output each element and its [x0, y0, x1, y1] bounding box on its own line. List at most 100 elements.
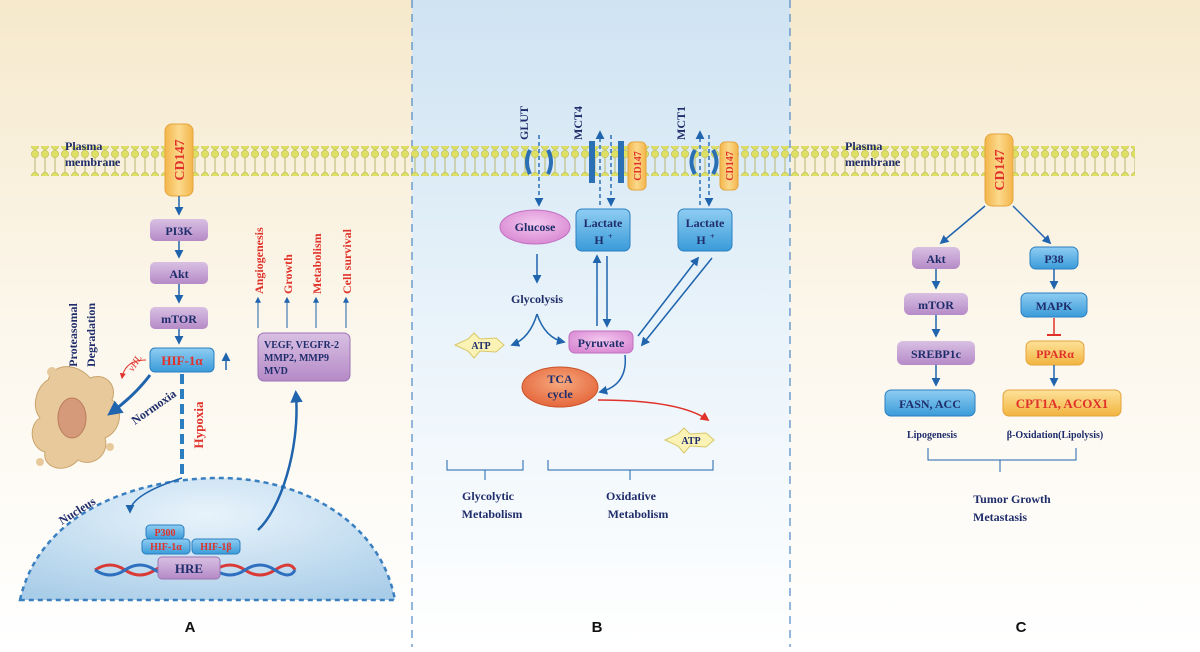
- beta-oxidation-label: β-Oxidation(Lipolysis): [1007, 430, 1103, 441]
- p38-label: P38: [1044, 252, 1063, 266]
- glut-channel-left: [525, 149, 532, 175]
- fasn-acc-box: [884, 389, 976, 417]
- membrane-label-c-2: membrane: [845, 155, 901, 169]
- glycolytic-label-1: Glycolytic: [462, 489, 515, 503]
- brace-oxidative: [547, 460, 714, 480]
- panel-c-background: [790, 0, 1200, 647]
- arrow-to-complex: [125, 477, 183, 514]
- glut-label: GLUT: [517, 106, 531, 140]
- lipogenesis-label: Lipogenesis: [907, 430, 957, 441]
- atp-star-glycolysis: [453, 332, 505, 359]
- proteasomal-label: Proteasomal: [66, 302, 80, 366]
- cd147-receptor-c: [984, 133, 1014, 207]
- hif1b-box: [191, 538, 241, 555]
- panel-a-letter: A: [185, 619, 196, 636]
- outcome-metabolism: Metabolism: [310, 233, 324, 294]
- arrow-tca-atp: [597, 399, 710, 422]
- mct4-channel-right: [618, 141, 624, 183]
- target-genes-1: VEGF, VEGFR-2: [264, 340, 339, 351]
- arrow-glycolysis-pyruvate: [536, 313, 566, 345]
- pyruvate-box: [568, 330, 634, 354]
- cd147-label-c: CD147: [993, 149, 1008, 190]
- cd147-label-a: CD147: [173, 139, 188, 180]
- cpt1a-box: [1002, 389, 1122, 417]
- srebp1c-box: [897, 341, 975, 365]
- panel-c-letter: C: [1016, 619, 1027, 636]
- atp-star-tca: [663, 427, 715, 454]
- akt-box-a: [150, 262, 208, 284]
- srebp1c-label: SREBP1c: [911, 347, 962, 361]
- akt-label-c: Akt: [926, 252, 945, 266]
- proton-sup-mct1: +: [710, 232, 715, 241]
- hre-box: [157, 556, 221, 580]
- arrow-hre-targets: [257, 390, 303, 531]
- lactate-box-mct4: [575, 208, 631, 252]
- oxidative-label-2: Metabolism: [608, 507, 669, 521]
- akt-label-a: Akt: [169, 267, 188, 281]
- panel-b-letter: B: [592, 619, 603, 636]
- mct4-channel-left: [589, 141, 595, 183]
- mtor-label-a: mTOR: [161, 312, 197, 326]
- vhl-arrow: [119, 359, 147, 380]
- target-genes-3: MVD: [264, 366, 288, 377]
- fasn-acc-label: FASN, ACC: [899, 397, 961, 411]
- glucose-node: [499, 209, 571, 245]
- membrane-label-a-1: Plasma: [65, 139, 102, 153]
- mtor-box-c: [904, 293, 968, 315]
- tca-cycle-node: [521, 366, 599, 408]
- mct4-label: MCT4: [571, 106, 585, 140]
- glucose-label: Glucose: [515, 220, 556, 234]
- atp-label-tca: ATP: [681, 436, 700, 447]
- arrow-lactate1-pyruvate: [640, 257, 713, 347]
- pyruvate-label: Pyruvate: [578, 336, 625, 350]
- membrane-label-a-2: membrane: [65, 155, 121, 169]
- lactate-label-mct1: Lactate: [686, 216, 725, 230]
- normoxia-arrow: [107, 374, 152, 416]
- hif1a-box: [149, 347, 215, 373]
- complex-hif1a-label: HIF-1α: [150, 542, 182, 553]
- arrow-pyruvate-lactate1: [637, 256, 700, 337]
- membrane-label-c-1: Plasma: [845, 139, 882, 153]
- hif1b-label: HIF-1β: [200, 542, 231, 553]
- mapk-label: MAPK: [1036, 299, 1073, 313]
- proteasome-blob: [31, 366, 120, 469]
- cd147-mct4-label: CD147: [633, 151, 644, 180]
- cd147-mct4: [627, 141, 647, 191]
- lactate-box-mct1: [677, 208, 733, 252]
- pi3k-box: [150, 219, 208, 241]
- mtor-label-c: mTOR: [918, 298, 954, 312]
- mct1-channel-left: [689, 148, 697, 176]
- p300-label: P300: [154, 528, 175, 539]
- arrow-cd147-p38: [1012, 205, 1052, 245]
- lactate-label-mct4: Lactate: [584, 216, 623, 230]
- brace-outcome: [927, 448, 1077, 472]
- panel-b-background: [412, 0, 790, 647]
- pi3k-label: PI3K: [165, 224, 193, 238]
- akt-box-c: [912, 247, 960, 269]
- glycolysis-label: Glycolysis: [511, 292, 563, 306]
- metastasis-label: Metastasis: [973, 510, 1027, 524]
- tca-label: TCA: [547, 372, 573, 386]
- ppara-label: PPARα: [1036, 347, 1074, 361]
- proton-label-mct1: H: [696, 233, 706, 247]
- panel-b: GLUT Glucose MCT4 CD147 Lactate H + MCT1…: [446, 106, 739, 636]
- outcome-angiogenesis: Angiogenesis: [252, 227, 266, 294]
- cpt1a-label: CPT1A, ACOX1: [1016, 396, 1108, 411]
- mapk-box: [1020, 292, 1088, 318]
- atp-label-glycolysis: ATP: [471, 341, 490, 352]
- tumor-growth-label: Tumor Growth: [973, 492, 1051, 506]
- proton-sup-mct4: +: [608, 232, 613, 241]
- panel-a: Plasma membrane CD147 PI3K Akt mTOR HIF-…: [18, 123, 397, 636]
- cycle-label: cycle: [547, 387, 573, 401]
- complex-hif1a-box: [141, 538, 191, 555]
- hre-label: HRE: [175, 561, 203, 576]
- outcome-cell-survival: Cell survival: [340, 228, 354, 294]
- outcome-growth: Growth: [281, 254, 295, 294]
- arrow-pyruvate-tca: [598, 354, 627, 395]
- ppara-box: [1025, 340, 1085, 366]
- arrow-cd147-akt: [939, 205, 986, 245]
- mct1-label: MCT1: [674, 106, 688, 140]
- cd147-mct1: [719, 141, 739, 191]
